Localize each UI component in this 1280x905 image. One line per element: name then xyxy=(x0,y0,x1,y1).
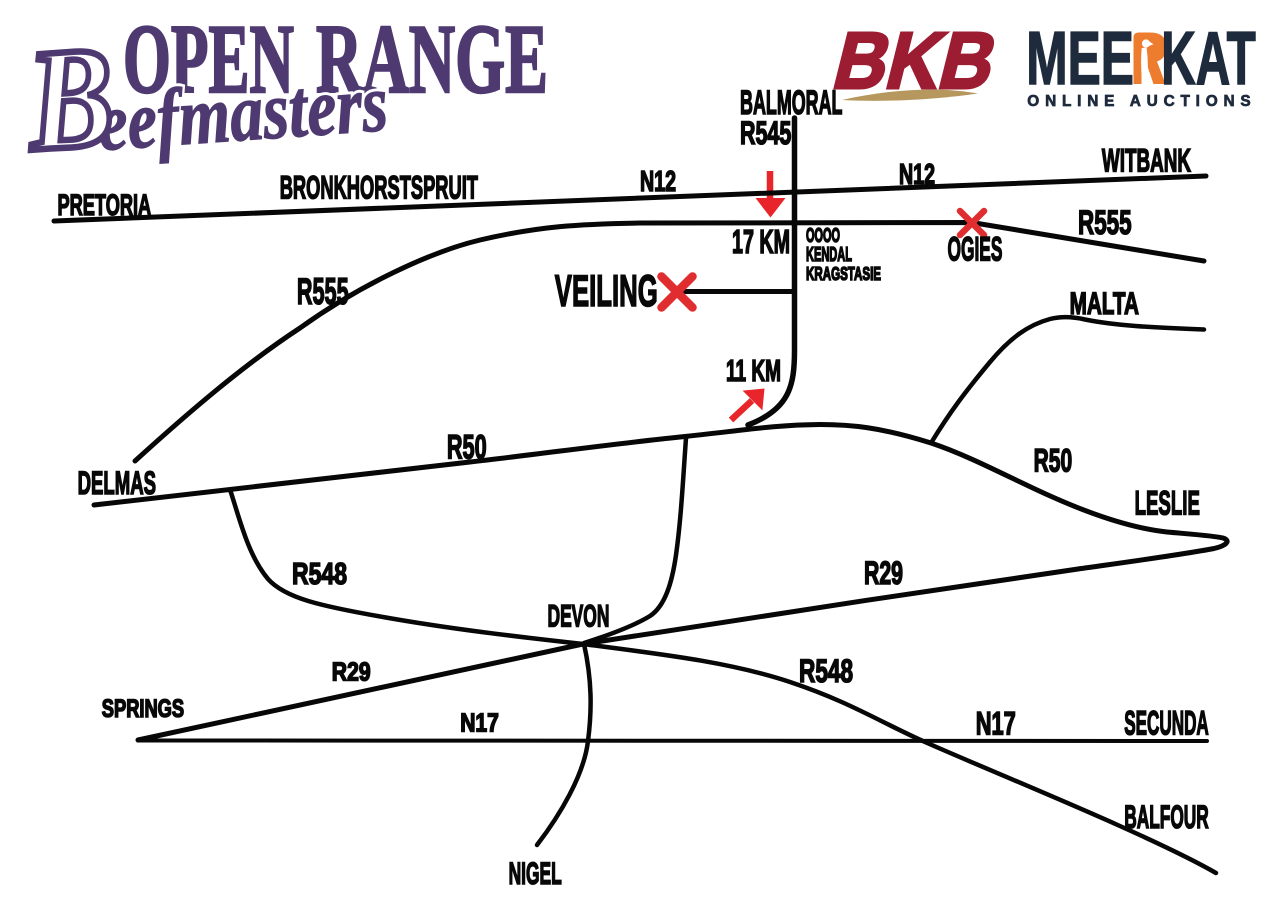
svg-text:LESLIE: LESLIE xyxy=(1135,484,1200,522)
svg-text:BALFOUR: BALFOUR xyxy=(1124,799,1209,835)
svg-text:SECUNDA: SECUNDA xyxy=(1124,705,1209,743)
svg-text:R548: R548 xyxy=(292,557,347,591)
svg-text:R29: R29 xyxy=(864,555,903,591)
svg-text:eefmasters: eefmasters xyxy=(95,57,391,168)
svg-text:KRAGSTASIE: KRAGSTASIE xyxy=(806,264,881,285)
svg-text:R555: R555 xyxy=(297,270,349,312)
svg-text:R555: R555 xyxy=(1078,204,1132,242)
svg-text:BRONKHORSTSPRUIT: BRONKHORSTSPRUIT xyxy=(280,170,479,206)
svg-text:11 KM: 11 KM xyxy=(726,354,781,388)
svg-text:PRETORIA: PRETORIA xyxy=(58,189,152,222)
svg-text:RANGE: RANGE xyxy=(316,5,548,114)
svg-text:N17: N17 xyxy=(460,707,499,737)
svg-text:SPRINGS: SPRINGS xyxy=(102,696,184,723)
svg-text:eefmasters: eefmasters xyxy=(95,57,391,168)
svg-text:OOOO: OOOO xyxy=(806,225,840,247)
svg-text:R50: R50 xyxy=(1034,442,1073,478)
svg-text:R545: R545 xyxy=(740,114,791,151)
svg-text:OGIES: OGIES xyxy=(948,231,1003,269)
svg-text:WITBANK: WITBANK xyxy=(1102,143,1191,179)
svg-text:OPEN: OPEN xyxy=(123,5,294,114)
svg-text:R29: R29 xyxy=(332,657,371,687)
svg-text:R548: R548 xyxy=(799,653,853,689)
svg-text:KENDAL: KENDAL xyxy=(806,244,852,266)
svg-text:MEE: MEE xyxy=(1026,17,1134,101)
svg-text:KAT: KAT xyxy=(1161,17,1256,101)
svg-text:N17: N17 xyxy=(976,706,1016,742)
svg-text:VEILING: VEILING xyxy=(555,267,658,316)
svg-text:N12: N12 xyxy=(899,159,935,191)
svg-text:R50: R50 xyxy=(447,428,487,466)
svg-text:B: B xyxy=(21,16,119,182)
svg-text:17 KM: 17 KM xyxy=(732,224,790,261)
svg-text:MALTA: MALTA xyxy=(1070,286,1139,321)
svg-text:DELMAS: DELMAS xyxy=(78,465,156,501)
svg-text:DEVON: DEVON xyxy=(548,599,610,634)
svg-text:N12: N12 xyxy=(640,166,676,198)
svg-text:BALMORAL: BALMORAL xyxy=(740,84,843,122)
svg-text:NIGEL: NIGEL xyxy=(509,855,562,891)
